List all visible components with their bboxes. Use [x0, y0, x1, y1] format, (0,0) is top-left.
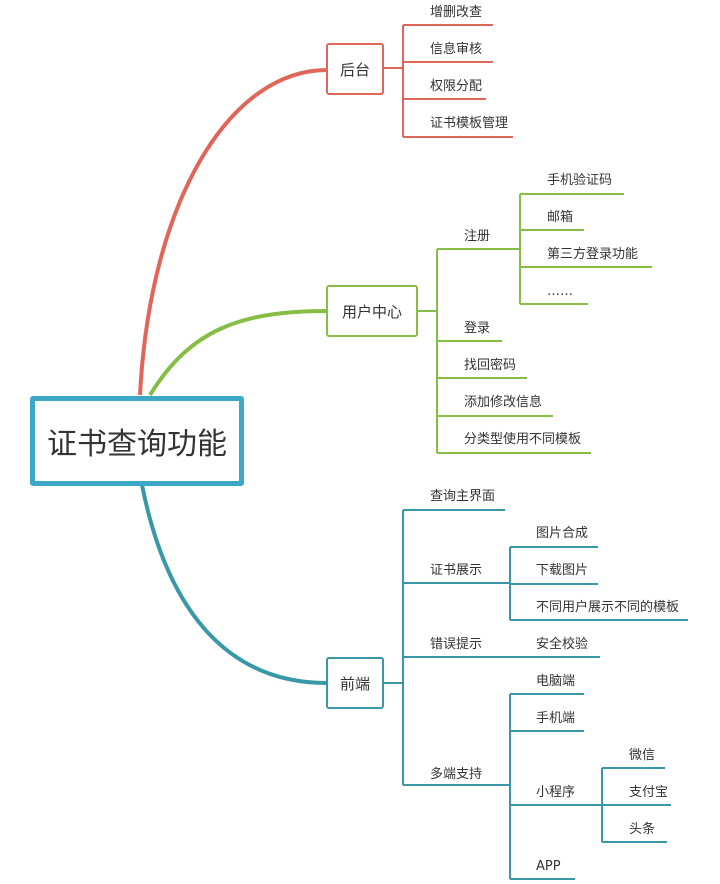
register-item-more[interactable]: …… [547, 284, 573, 299]
register-item-third-party-login[interactable]: 第三方登录功能 [547, 247, 639, 262]
multi-item-app[interactable]: APP [536, 859, 561, 874]
user-item-login[interactable]: 登录 [464, 321, 491, 336]
backend-item-crud[interactable]: 增删改查 [430, 5, 483, 20]
backend-item-template-mgmt[interactable]: 证书模板管理 [430, 116, 509, 131]
mini-program-item-alipay[interactable]: 支付宝 [629, 785, 669, 800]
branch-curve-frontend [140, 484, 328, 685]
multi-item-pc[interactable]: 电脑端 [536, 674, 576, 689]
branch-curve-backend [138, 68, 328, 396]
cert-display-item-download[interactable]: 下载图片 [536, 563, 589, 578]
frontend-label: 前端 [339, 674, 370, 693]
mini-program-item-toutiao[interactable]: 头条 [629, 822, 656, 837]
register-item-email[interactable]: 邮箱 [547, 210, 574, 225]
multi-item-mobile[interactable]: 手机端 [536, 711, 576, 726]
user-center-label: 用户中心 [341, 302, 402, 321]
user-item-edit-info[interactable]: 添加修改信息 [464, 395, 543, 410]
branch-curve-user-center [148, 309, 328, 397]
cert-display-item-per-user-template[interactable]: 不同用户展示不同的模板 [536, 600, 680, 615]
root-label: 证书查询功能 [47, 427, 227, 462]
multi-platform-node[interactable]: 多端支持 [430, 767, 483, 782]
backend-node[interactable]: 后台 [326, 43, 384, 95]
cert-display-node[interactable]: 证书展示 [430, 563, 483, 578]
mini-program-item-wechat[interactable]: 微信 [629, 748, 656, 763]
user-center-connectors [418, 193, 652, 454]
frontend-node[interactable]: 前端 [326, 657, 384, 709]
backend-item-audit[interactable]: 信息审核 [430, 42, 483, 57]
cert-display-item-compose[interactable]: 图片合成 [536, 526, 589, 541]
root-node[interactable]: 证书查询功能 [30, 396, 244, 486]
error-tip-node[interactable]: 错误提示 [430, 637, 483, 652]
frontend-item-main-ui[interactable]: 查询主界面 [430, 489, 496, 504]
backend-label: 后台 [339, 60, 370, 79]
user-center-node[interactable]: 用户中心 [326, 285, 418, 337]
error-tip-item-security-check[interactable]: 安全校验 [536, 637, 589, 652]
user-item-recover-password[interactable]: 找回密码 [464, 358, 517, 373]
backend-item-permission[interactable]: 权限分配 [430, 79, 483, 94]
frontend-connectors [384, 509, 688, 880]
backend-connectors [384, 24, 513, 138]
register-node[interactable]: 注册 [464, 229, 491, 244]
mini-program-node[interactable]: 小程序 [536, 785, 576, 800]
user-item-template-by-type[interactable]: 分类型使用不同模板 [464, 432, 582, 447]
register-item-sms-code[interactable]: 手机验证码 [547, 173, 613, 188]
